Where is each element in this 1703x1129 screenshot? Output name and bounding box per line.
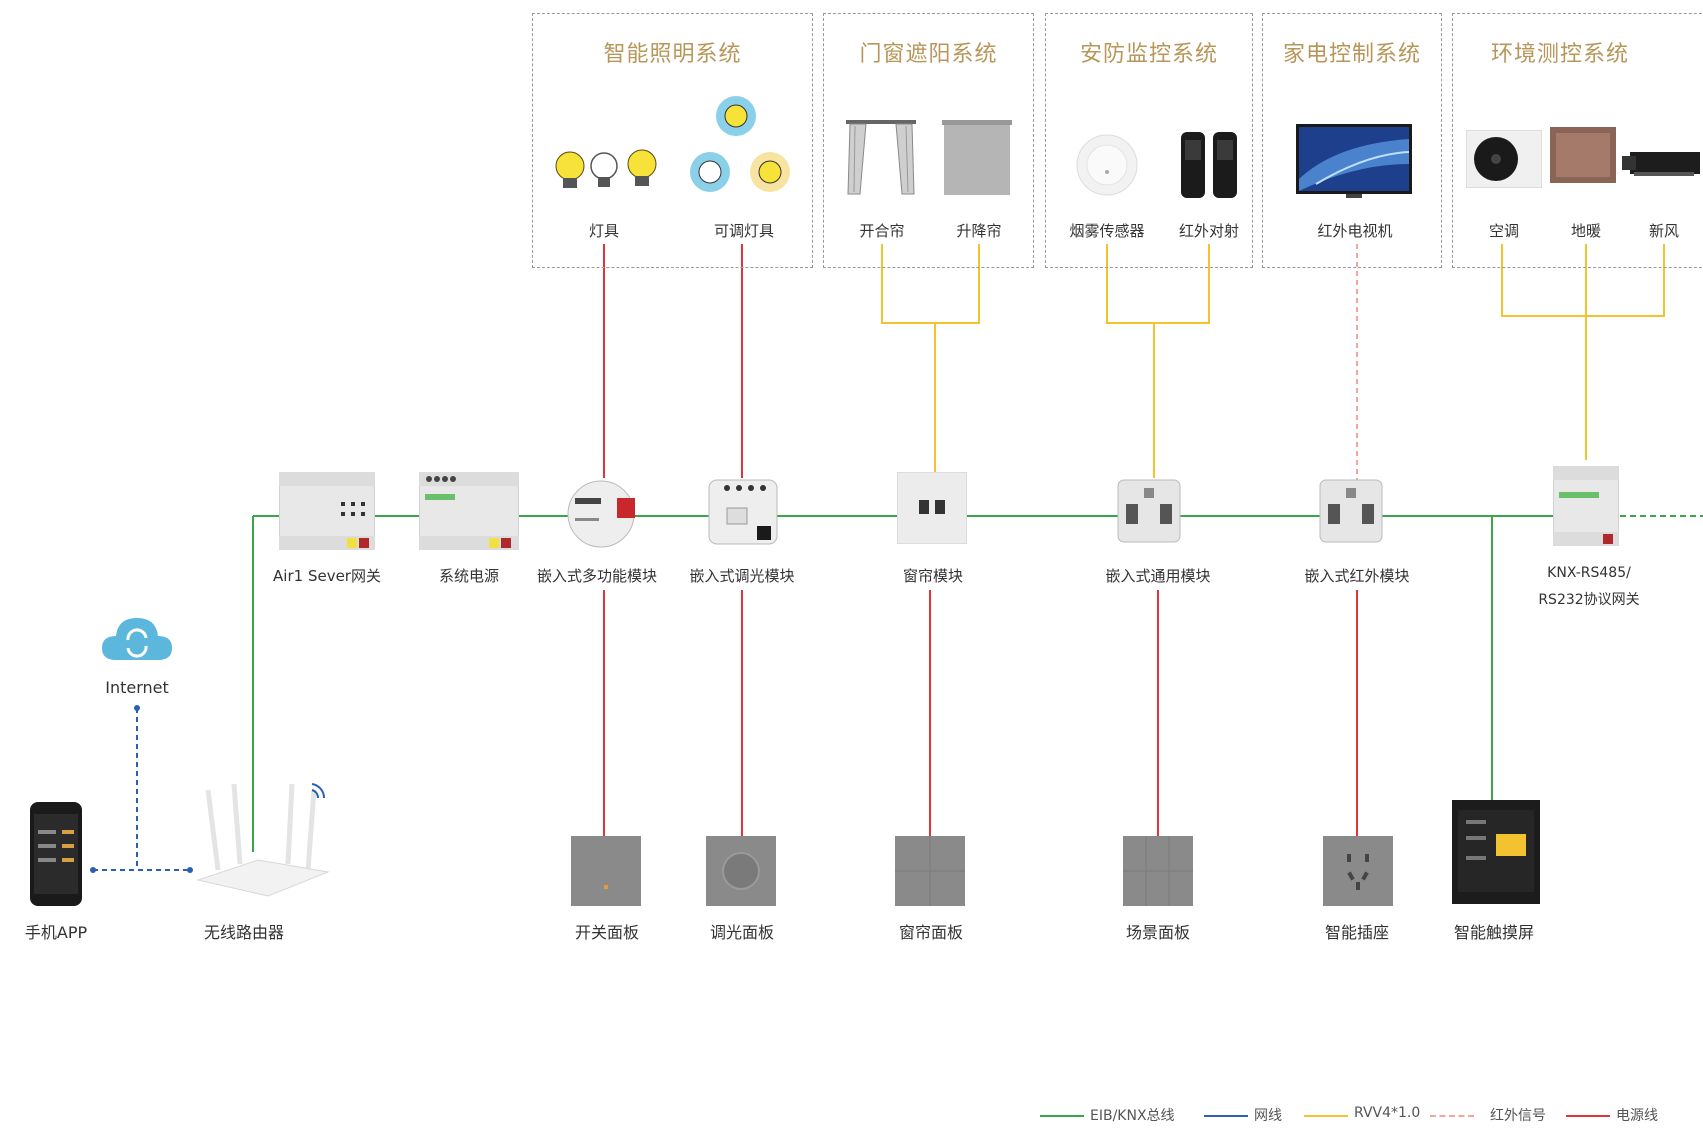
bulb-group-icon: [555, 149, 657, 188]
system-box-security: 安防监控系统: [1045, 13, 1253, 268]
system-box-lighting: 智能照明系统: [532, 13, 813, 268]
system-box-environment: 环境测控系统: [1452, 13, 1703, 268]
universal-module-icon: [1117, 479, 1181, 543]
smart-socket-icon: [1323, 836, 1393, 906]
curtain-panel-icon: [895, 836, 965, 906]
floor-heating-icon: [1550, 127, 1616, 183]
cloud-icon: [102, 618, 172, 660]
multifunction-module-icon: [567, 480, 635, 548]
tv-icon: [1296, 124, 1412, 198]
network-node-dot: [90, 867, 96, 873]
device-label-infrared-beam: 红外对射: [1178, 222, 1240, 240]
module-label-multifunction: 嵌入式多功能模块: [536, 567, 658, 585]
roller-blind-icon: [942, 120, 1012, 195]
touch-screen-icon: [1452, 800, 1540, 904]
dimmer-panel-icon: [706, 836, 776, 906]
panel-label-scene: 场景面板: [1125, 923, 1191, 942]
module-label-infrared: 嵌入式红外模块: [1304, 567, 1410, 585]
legend-swatch-infrared: [1430, 1115, 1474, 1117]
system-title: 安防监控系统: [1079, 42, 1218, 67]
rvv-lines: [881, 244, 1665, 478]
system-title: 家电控制系统: [1282, 42, 1421, 67]
device-label-roller-blind: 升降帘: [956, 222, 1002, 240]
legend-swatch-rvv: [1304, 1115, 1348, 1117]
legend-label-power: 电源线: [1616, 1108, 1658, 1124]
module-label-protocol-gateway-line1: KNX-RS485/: [1547, 565, 1631, 581]
phone-icon: [30, 802, 82, 906]
smoke-sensor-icon: [1076, 134, 1138, 196]
fresh-air-unit-icon: [1622, 152, 1700, 176]
panel-label-dimmer: 调光面板: [709, 923, 775, 942]
infrared-beam-icon: [1181, 132, 1237, 198]
curtain-module-icon: [897, 472, 967, 544]
router-icon: [196, 783, 330, 897]
module-label-dimming: 嵌入式调光模块: [689, 567, 795, 585]
device-label-floor-heating: 地暖: [1570, 222, 1602, 240]
legend-swatch-network: [1204, 1115, 1248, 1117]
gateway-device-icon: [279, 472, 375, 550]
dimming-module-icon: [708, 479, 778, 545]
network-lines: [93, 708, 190, 871]
infrared-module-icon: [1319, 479, 1383, 543]
system-title: 智能照明系统: [603, 42, 742, 67]
protocol-gateway-device-icon: [1553, 466, 1619, 546]
router-label: 无线路由器: [203, 923, 285, 942]
device-label-air-conditioner: 空调: [1488, 222, 1520, 240]
power-lines: [603, 244, 1358, 836]
device-label-open-curtain: 开合帘: [859, 222, 905, 240]
device-label-dimmable-lamp: 可调灯具: [713, 222, 775, 240]
air-conditioner-icon: [1466, 130, 1542, 188]
legend-swatch-power: [1566, 1115, 1610, 1117]
legend-label-network: 网线: [1254, 1108, 1282, 1124]
device-label-lamp: 灯具: [588, 222, 620, 240]
legend-label-infrared: 红外信号: [1490, 1108, 1546, 1124]
internet-label: Internet: [105, 678, 169, 697]
device-label-ir-tv: 红外电视机: [1317, 222, 1393, 240]
module-label-protocol-gateway-line2: RS232协议网关: [1538, 592, 1640, 608]
system-box-shading: 门窗遮阳系统: [823, 13, 1034, 268]
system-title: 环境测控系统: [1490, 42, 1629, 67]
legend-label-knx: EIB/KNX总线: [1090, 1108, 1175, 1124]
device-label-fresh-air: 新风: [1648, 222, 1680, 240]
network-node-dot: [134, 705, 140, 711]
system-title: 门窗遮阳系统: [859, 42, 998, 67]
scene-panel-icon: [1123, 836, 1193, 906]
panel-label-switch: 开关面板: [574, 923, 640, 942]
switch-panel-icon: [571, 836, 641, 906]
panel-label-socket: 智能插座: [1324, 923, 1390, 942]
module-label-universal: 嵌入式通用模块: [1105, 567, 1211, 585]
dimmable-bulb-icon: [690, 96, 790, 192]
phone-app-label: 手机APP: [24, 923, 88, 942]
curtain-icon: [846, 120, 916, 195]
module-label-curtain: 窗帘模块: [902, 567, 964, 585]
module-label-power: 系统电源: [438, 567, 500, 585]
panel-label-curtain: 窗帘面板: [898, 923, 964, 942]
network-node-dot: [187, 867, 193, 873]
panel-label-touch-screen: 智能触摸屏: [1453, 923, 1535, 942]
power-supply-device-icon: [419, 472, 519, 550]
legend-swatch-knx: [1040, 1115, 1084, 1117]
legend-label-rvv: RVV4*1.0: [1354, 1105, 1421, 1121]
module-label-gateway: Air1 Sever网关: [273, 567, 381, 585]
system-box-appliance: 家电控制系统: [1262, 13, 1442, 268]
device-label-smoke-sensor: 烟雾传感器: [1069, 222, 1145, 240]
